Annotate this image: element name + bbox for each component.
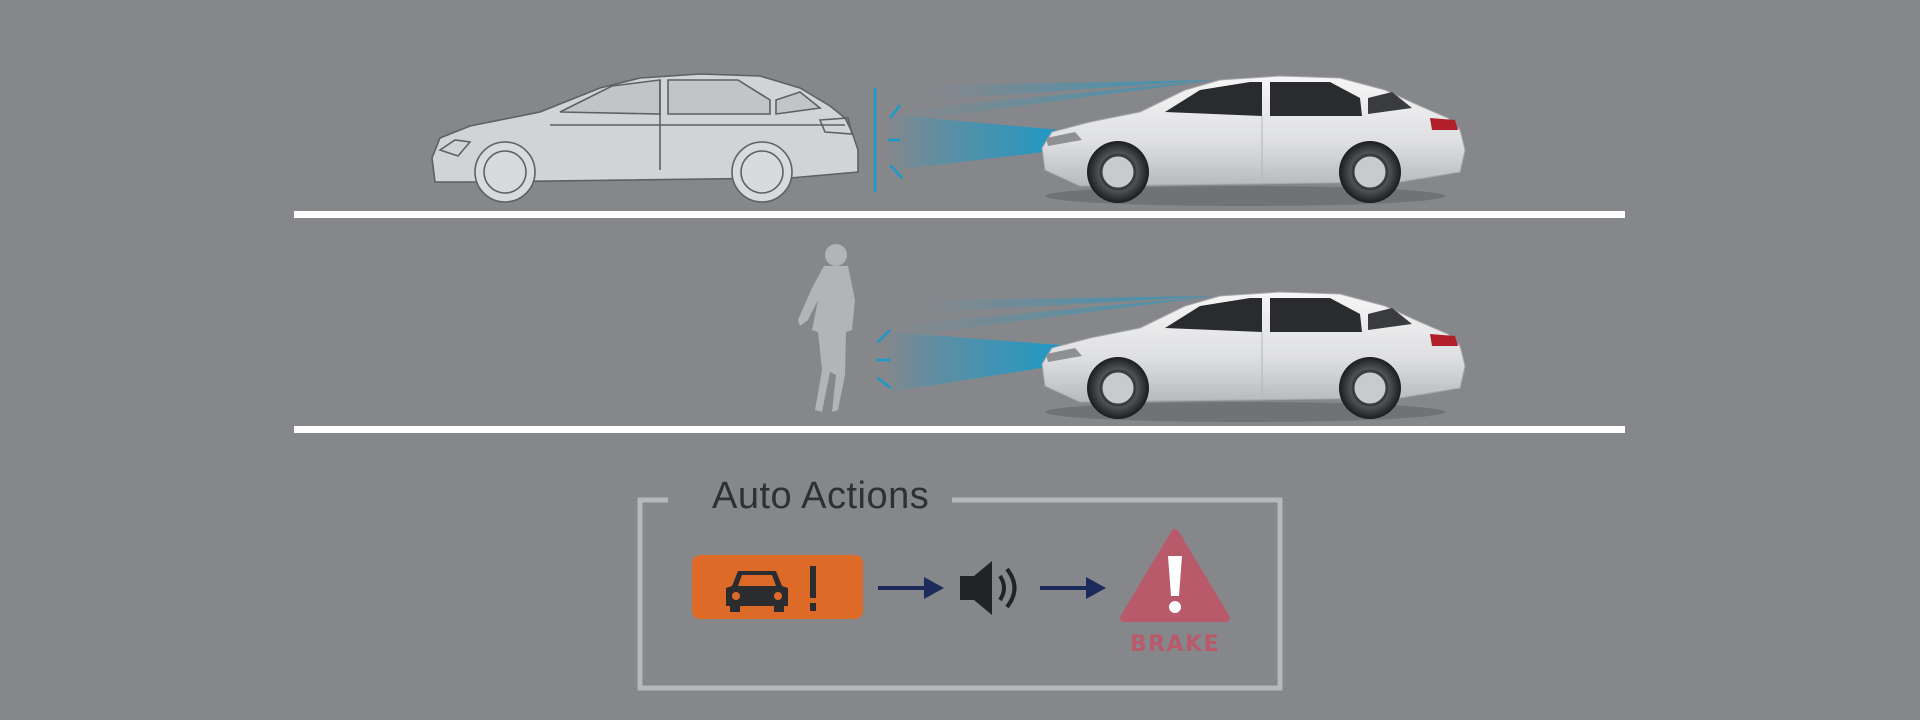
- lead-car-outline: [431, 73, 859, 203]
- road-line-row1: [294, 211, 1625, 218]
- auto-actions-title: Auto Actions: [692, 472, 950, 520]
- pedestrian-silhouette: [798, 244, 855, 412]
- auto-actions-frame: [637, 497, 1283, 691]
- host-car-row2: [1041, 291, 1466, 422]
- camera-beam-row1: [900, 80, 1215, 122]
- speaker-icon: [960, 561, 1017, 615]
- radar-beam-row1: [885, 115, 1060, 170]
- camera-beam-row2: [895, 296, 1215, 337]
- car-warning-icon: [692, 555, 863, 619]
- arrow-icon: [1040, 577, 1106, 599]
- radar-beam-row2: [880, 332, 1060, 392]
- host-car-row1: [1041, 75, 1466, 206]
- brake-label: BRAKE: [1129, 632, 1221, 657]
- arrow-icon: [878, 577, 944, 599]
- brake-warning-icon: [1120, 529, 1230, 622]
- road-line-row2: [294, 426, 1625, 433]
